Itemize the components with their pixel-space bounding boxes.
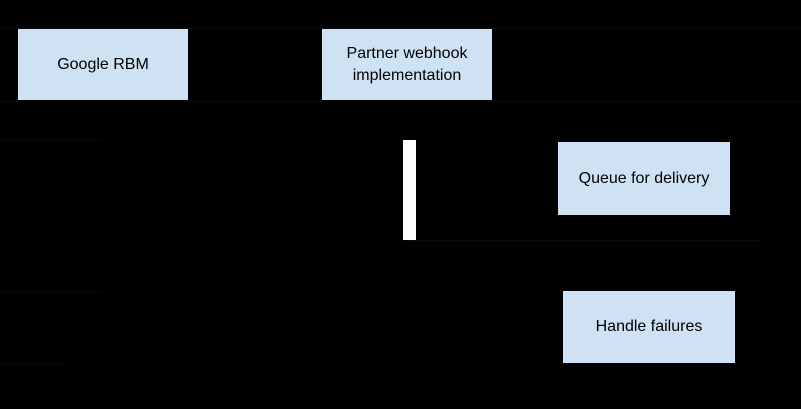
faint-row-artifact — [0, 363, 66, 364]
node-queue-for-delivery: Queue for delivery — [558, 142, 730, 215]
faint-row-artifact — [0, 101, 801, 102]
activation-bar — [403, 140, 416, 240]
node-partner-webhook-implementation-label: Partner webhook implementation — [346, 44, 468, 84]
node-partner-webhook-implementation: Partner webhook implementation — [322, 29, 492, 100]
faint-row-artifact — [0, 140, 103, 141]
faint-row-artifact — [403, 240, 763, 241]
node-google-rbm: Google RBM — [18, 29, 188, 100]
node-queue-for-delivery-label: Queue for delivery — [578, 169, 710, 187]
node-handle-failures: Handle failures — [563, 291, 735, 363]
node-handle-failures-label: Handle failures — [595, 318, 703, 335]
node-google-rbm-label: Google RBM — [57, 55, 149, 73]
faint-row-artifact — [0, 292, 103, 293]
